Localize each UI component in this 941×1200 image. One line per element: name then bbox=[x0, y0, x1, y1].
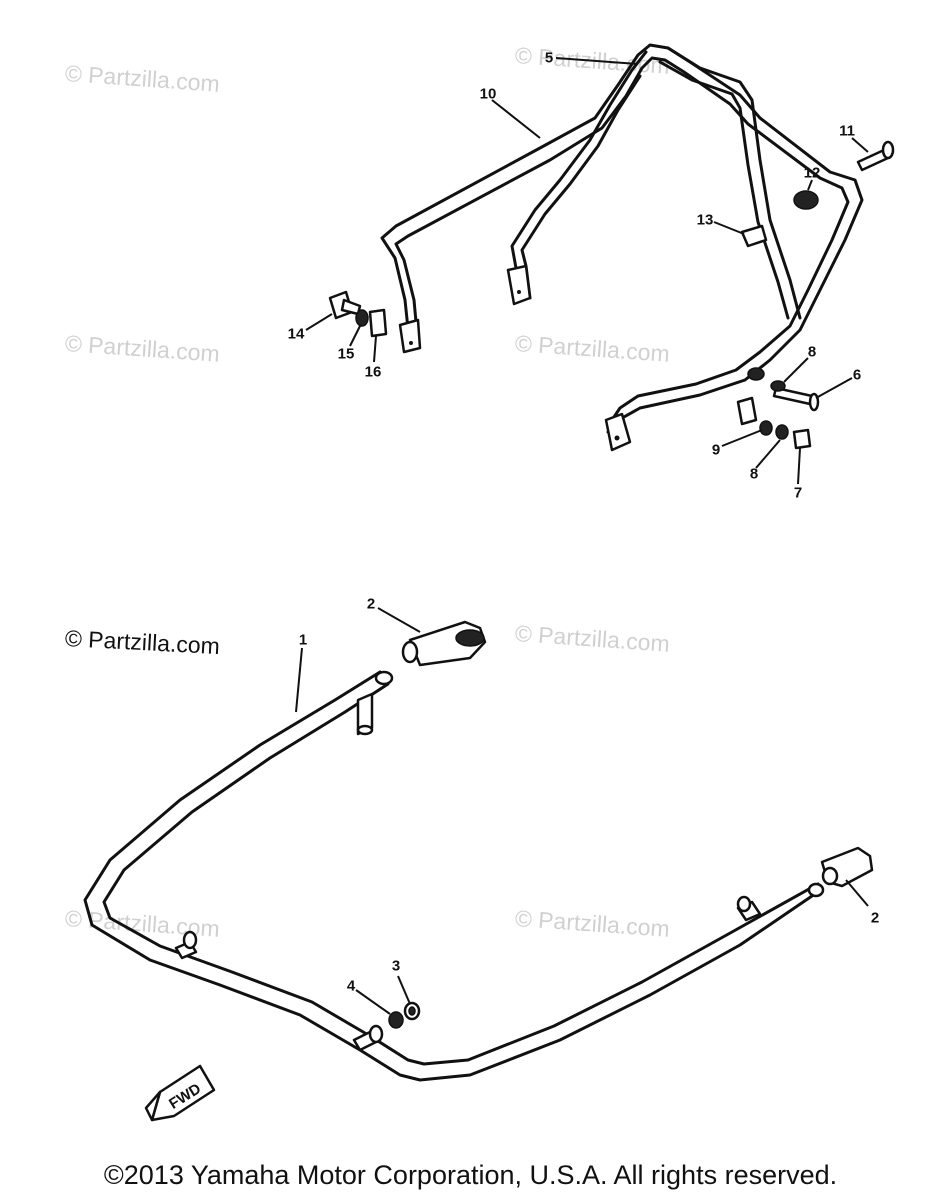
callout-2: 2 bbox=[870, 909, 880, 927]
part-4-washer bbox=[388, 1011, 404, 1029]
callout-7: 7 bbox=[793, 484, 803, 502]
callout-16: 16 bbox=[364, 363, 382, 381]
part-8-washer-lower bbox=[775, 424, 789, 440]
callout-4: 4 bbox=[346, 977, 356, 995]
part-12-rubber-damper bbox=[793, 190, 819, 210]
part-3-nut bbox=[403, 1001, 421, 1021]
part-2-end-cap-right bbox=[820, 846, 874, 888]
forward-direction-arrow bbox=[144, 1064, 216, 1122]
mounting-stud bbox=[174, 930, 198, 960]
leader-lines bbox=[295, 57, 869, 1015]
part-8-washer-upper bbox=[747, 367, 786, 392]
callout-13: 13 bbox=[696, 211, 714, 229]
callout-1: 1 bbox=[298, 631, 308, 649]
callout-2: 2 bbox=[366, 595, 376, 613]
callout-9: 9 bbox=[711, 441, 721, 459]
part-1-bumper-tube bbox=[83, 670, 825, 1082]
callout-10: 10 bbox=[479, 85, 497, 103]
callout-3: 3 bbox=[391, 957, 401, 975]
part-16-collar bbox=[368, 308, 388, 338]
mounting-stud bbox=[736, 895, 762, 922]
callout-11: 11 bbox=[839, 122, 855, 140]
callout-8: 8 bbox=[749, 465, 759, 483]
callout-6: 6 bbox=[852, 366, 862, 384]
callout-8: 8 bbox=[807, 343, 817, 361]
part-14-bolt bbox=[328, 290, 362, 320]
part-11-bolt bbox=[856, 140, 895, 172]
callout-15: 15 bbox=[337, 345, 355, 363]
callout-5: 5 bbox=[544, 49, 554, 67]
part-13-clamp bbox=[740, 224, 768, 248]
part-5-upper-frame bbox=[506, 46, 802, 452]
part-bracket-plate bbox=[736, 396, 758, 426]
mounting-stud bbox=[352, 1024, 384, 1052]
part-6-bolt bbox=[772, 386, 820, 412]
part-7-nut bbox=[792, 428, 812, 450]
callout-12: 12 bbox=[803, 164, 821, 182]
part-9-washer bbox=[759, 420, 773, 436]
part-2-end-cap-left bbox=[401, 620, 487, 667]
copyright-footer: ©2013 Yamaha Motor Corporation, U.S.A. A… bbox=[103, 1160, 838, 1190]
callout-14: 14 bbox=[287, 325, 305, 343]
part-15-washer bbox=[355, 309, 369, 327]
mounting-stud bbox=[356, 692, 374, 736]
